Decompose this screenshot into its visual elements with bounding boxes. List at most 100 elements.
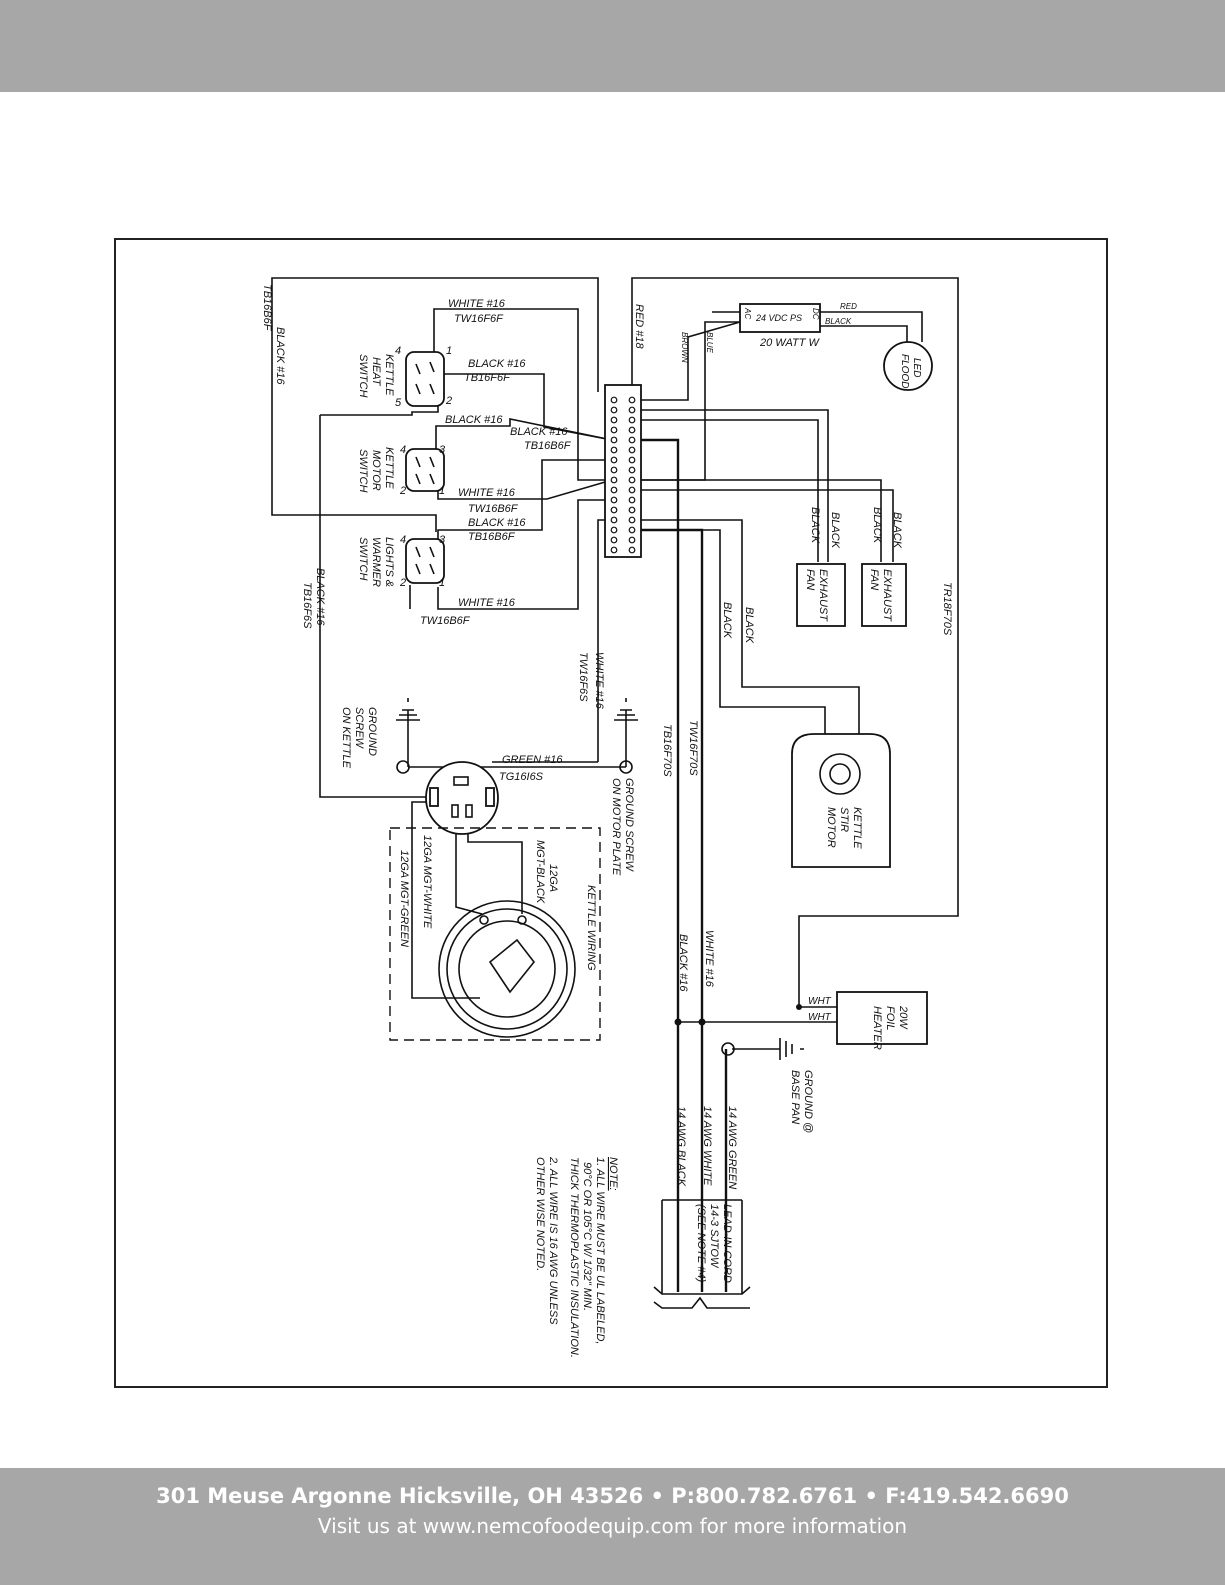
terminal-screw xyxy=(610,526,618,534)
label-tw16f6f: TW16F6F xyxy=(454,313,504,325)
label-lead-2: 14-3 SJTOW xyxy=(708,1204,720,1269)
pin-motor-1: 1 xyxy=(439,485,445,497)
label-black16-heat: BLACK #16 xyxy=(468,358,526,370)
label-black-motor2: BLACK xyxy=(743,607,755,644)
label-ps-dc: DC xyxy=(811,308,820,320)
label-mgt-black-1: 12GA xyxy=(547,864,559,892)
led-flood xyxy=(883,341,933,391)
label-tg16i6s: TG16I6S xyxy=(499,771,544,783)
pin-heat-5: 5 xyxy=(395,397,402,409)
label-fan1-2: FAN xyxy=(804,569,816,590)
label-led-1: LED xyxy=(911,358,922,377)
wiring-diagram: TB16B6F BLACK #16 TB16F6S BLACK #16 KETT… xyxy=(261,277,959,1358)
kettle-wiring-box xyxy=(389,827,601,1041)
note-title: NOTE: xyxy=(607,1157,619,1191)
splice-dot-1 xyxy=(674,1018,682,1026)
pin-lights-2: 2 xyxy=(399,577,406,589)
diagram-labels: TB16B6F BLACK #16 TB16F6S BLACK #16 KETT… xyxy=(261,284,953,1358)
terminal-screw xyxy=(610,486,618,494)
terminal-screw xyxy=(610,466,618,474)
lead-in-cord xyxy=(653,1199,751,1309)
label-black16-mid: BLACK #16 xyxy=(510,426,568,438)
pin-heat-4: 4 xyxy=(395,345,401,357)
terminal-screw xyxy=(628,486,636,494)
label-tb16f6s: TB16F6S xyxy=(301,582,313,629)
label-black16-cord: BLACK #16 xyxy=(677,934,689,992)
label-kettle-wiring: KETTLE WIRING xyxy=(585,885,597,971)
label-tw16b6f-mid: TW16B6F xyxy=(468,503,519,515)
terminal-screw xyxy=(628,446,636,454)
label-mgt-green: 12GA MGT-GREEN xyxy=(398,850,410,947)
footer-address: 301 Meuse Argonne Hicksville, OH 43526 •… xyxy=(156,1484,1069,1508)
label-heat-switch-3: SWITCH xyxy=(357,354,369,397)
pin-motor-4: 4 xyxy=(400,444,406,456)
pin-lights-4: 4 xyxy=(400,534,406,546)
label-lights-switch-3: SWITCH xyxy=(357,537,369,580)
pin-motor-3: 3 xyxy=(439,444,446,456)
label-motor-switch-3: SWITCH xyxy=(357,449,369,492)
lights-warmer-switch xyxy=(405,538,445,584)
terminal-screw xyxy=(610,476,618,484)
terminal-block xyxy=(604,384,642,558)
label-lead-3: (SEE NOTE #4) xyxy=(695,1204,707,1283)
pin-heat-2: 2 xyxy=(445,395,452,407)
label-fan2-2: FAN xyxy=(868,569,880,590)
label-lead-1: LEAD-IN CORD xyxy=(721,1204,733,1283)
terminal-screw xyxy=(628,516,636,524)
pin-lights-1: 1 xyxy=(439,577,445,589)
label-fan1-1: EXHAUST xyxy=(817,569,829,622)
terminal-screw xyxy=(610,396,618,404)
terminal-screw xyxy=(610,536,618,544)
note-line-1: 1. ALL WIRE MUST BE UL LABELED, xyxy=(594,1157,606,1344)
terminal-screw xyxy=(628,456,636,464)
kettle-motor-switch xyxy=(405,448,445,492)
ground-motor xyxy=(614,698,638,774)
label-black-motor1: BLACK xyxy=(721,602,733,639)
label-black16-left: BLACK #16 xyxy=(274,327,286,385)
label-motor-switch-2: MOTOR xyxy=(370,450,382,491)
label-white16-cord: WHITE #16 xyxy=(703,930,715,988)
label-tr18f70s: TR18F70S xyxy=(941,582,953,636)
note-line-3: THICK THERMOPLASTIC INSULATION. xyxy=(568,1157,580,1358)
terminal-screw xyxy=(628,396,636,404)
kettle-receptacle xyxy=(425,761,499,835)
terminal-screw xyxy=(628,406,636,414)
label-black-fan2b: BLACK xyxy=(891,512,903,549)
label-tw16b6f-bot: TW16B6F xyxy=(420,615,471,627)
label-white16-mid: WHITE #16 xyxy=(458,487,516,499)
label-black16-upper: BLACK #16 xyxy=(445,414,503,426)
kettle-stir-motor xyxy=(791,733,891,868)
foil-heater xyxy=(836,991,928,1045)
label-awg-black: 14 AWG BLACK xyxy=(675,1106,687,1187)
label-gk-3: ON KETTLE xyxy=(340,707,352,769)
label-motor-switch-1: KETTLE xyxy=(383,447,395,489)
exhaust-fan-1 xyxy=(796,563,846,627)
label-gm-2: ON MOTOR PLATE xyxy=(610,778,622,876)
label-black16-low: BLACK #16 xyxy=(468,517,526,529)
note-line-2: 90°C OR 105°C W/ 1/32" MIN. xyxy=(581,1162,593,1311)
ground-kettle xyxy=(396,698,420,774)
label-mgt-white: 12GA MGT-WHITE xyxy=(421,835,433,929)
label-tb16f70s: TB16F70S xyxy=(661,724,673,777)
label-black-fan2a: BLACK xyxy=(871,507,883,544)
terminal-screw xyxy=(610,436,618,444)
terminal-screw xyxy=(610,496,618,504)
label-black-fan1a: BLACK xyxy=(809,507,821,544)
terminal-screw xyxy=(628,496,636,504)
terminal-screw xyxy=(610,416,618,424)
label-gm-1: GROUND SCREW xyxy=(623,778,635,873)
note-line-4: 2. ALL WIRE IS 16 AWG UNLESS xyxy=(547,1156,559,1325)
terminal-screw xyxy=(628,476,636,484)
kettle-heating-element xyxy=(438,900,576,1038)
label-heat-switch-2: HEAT xyxy=(370,357,382,387)
pin-heat-1: 1 xyxy=(446,345,452,357)
label-ps-ac: AC xyxy=(743,307,752,319)
terminal-screw xyxy=(628,426,636,434)
terminal-screw xyxy=(628,546,636,554)
label-blue: BLUE xyxy=(705,332,714,354)
splice-dot-2 xyxy=(698,1018,706,1026)
label-tb16f6f: TB16F6F xyxy=(464,372,511,384)
pin-lights-3: 3 xyxy=(439,534,446,546)
footer-website[interactable]: Visit us at www.nemcofoodequip.com for m… xyxy=(317,1514,908,1538)
ground-base-pan xyxy=(721,1038,804,1060)
